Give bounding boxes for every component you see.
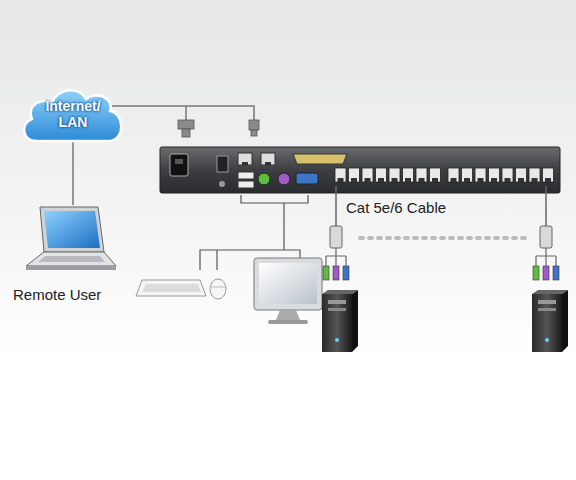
rj45-port	[376, 168, 387, 182]
port-latch	[351, 178, 357, 182]
user-label: Remote User	[13, 286, 101, 303]
rj45-port	[529, 168, 540, 182]
rj45-port	[335, 168, 346, 182]
rj45-port	[475, 168, 486, 182]
rj45-port	[502, 168, 513, 182]
port-latch	[392, 178, 398, 182]
kvm-switch	[160, 147, 560, 193]
port-latch	[478, 178, 484, 182]
port-latch	[365, 178, 371, 182]
rj45-port	[543, 168, 554, 182]
port-latch	[419, 178, 425, 182]
port-latch	[532, 178, 538, 182]
network-plug	[178, 120, 259, 137]
rj45-port	[462, 168, 473, 182]
port-latch	[491, 178, 497, 182]
rj45-port	[362, 168, 373, 182]
cat5-cable	[336, 186, 546, 228]
network-cloud: Internet/ LAN	[18, 83, 128, 145]
port-latch	[464, 178, 470, 182]
laptop-icon	[26, 207, 116, 270]
port-latch	[432, 178, 438, 182]
dotted-continuation	[360, 236, 525, 240]
computer-tower	[532, 290, 568, 352]
port-latch	[545, 178, 551, 182]
port-latch	[405, 178, 411, 182]
rj45-port	[335, 168, 554, 182]
rj45-port	[403, 168, 414, 182]
port-latch	[518, 178, 524, 182]
monitor-icon	[254, 258, 322, 324]
rj45-port	[516, 168, 527, 182]
rj45-port	[448, 168, 459, 182]
mouse-icon	[210, 279, 226, 299]
computer-tower	[322, 290, 358, 352]
cable-label: Cat 5e/6 Cable	[346, 199, 446, 216]
cloud-label: Internet/ LAN	[38, 98, 108, 130]
kvm-adapter-cable	[323, 226, 349, 280]
keyboard-icon	[136, 280, 206, 296]
rj45-port	[389, 168, 400, 182]
port-latch	[505, 178, 511, 182]
port-latch	[451, 178, 457, 182]
rj45-port	[349, 168, 360, 182]
rj45-port	[489, 168, 500, 182]
rj45-port	[430, 168, 441, 182]
port-latch	[378, 178, 384, 182]
kvm-adapter-cable	[533, 226, 559, 280]
rj45-port	[416, 168, 427, 182]
port-latch	[338, 178, 344, 182]
